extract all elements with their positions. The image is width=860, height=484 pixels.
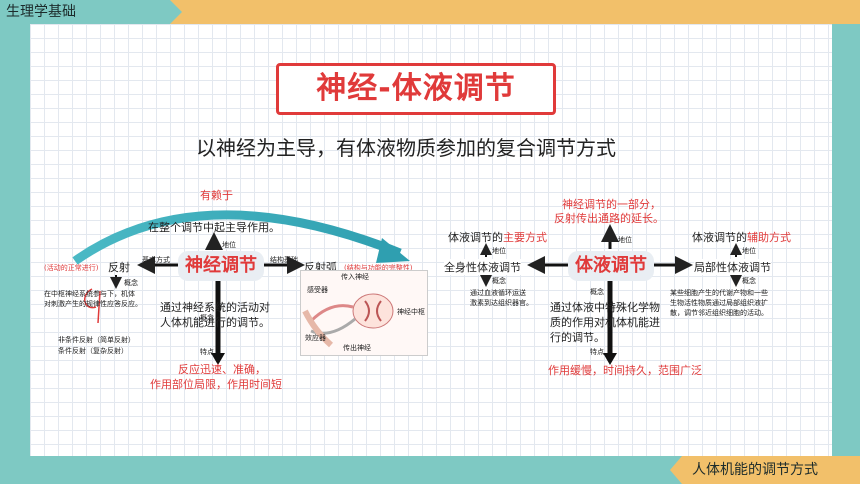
neural-definition-1: 通过神经系统的活动对 [160, 301, 270, 314]
local-humoral-label: 局部性体液调节 [694, 259, 771, 275]
systemic-definition-1: 通过血液循环运送 [470, 289, 526, 297]
humoral-definition-2: 质的作用对机体机能进 [550, 316, 660, 329]
neural-role-tag: 地位 [222, 241, 236, 249]
systemic-concept-tag: 概念 [492, 277, 506, 285]
local-definition-3: 散，调节邻近组织细胞的活动。 [670, 309, 768, 317]
reflex-note: (活动的正常进行) [44, 264, 99, 272]
reflex-label: 反射 [108, 261, 130, 274]
neural-concept-tag: 概念 [200, 314, 214, 322]
humoral-top-note-2: 反射传出通路的延长。 [554, 212, 664, 225]
neural-feature-1: 反应迅速、准确， [178, 363, 266, 376]
depends-label: 有赖于 [200, 189, 233, 202]
receptor-label: 感受器 [307, 286, 328, 294]
center-label: 神经中枢 [397, 308, 425, 316]
humoral-top-note-1: 神经调节的一部分， [562, 198, 661, 211]
systemic-role-tag: 地位 [492, 247, 506, 255]
effector-label: 效应器 [305, 334, 326, 342]
conditioned-reflex: 条件反射（复杂反射） [58, 347, 128, 355]
concept-diagram: 有赖于 在整个调节中起主导作用。 地位 神经调节 基本方式 (活动的正常进行) … [30, 183, 832, 400]
depends-arc-head [376, 238, 410, 263]
course-title: 生理学基础 [0, 0, 182, 24]
humoral-definition-3: 行的调节。 [550, 331, 605, 344]
humoral-role-tag: 地位 [618, 236, 632, 244]
local-concept-tag: 概念 [742, 277, 756, 285]
main-mode-label: 体液调节的主要方式 [448, 231, 547, 244]
afferent-nerve-label: 传入神经 [341, 273, 369, 281]
neural-feature-tag: 特点 [200, 348, 214, 356]
local-definition-1: 某些细胞产生的代谢产物和一些 [670, 289, 768, 297]
neural-definition-2: 人体机能进行的调节。 [160, 316, 270, 329]
humoral-definition-1: 通过体液中特殊化学物 [550, 301, 660, 314]
spinal-cord-drawing [302, 293, 394, 348]
reflex-arc-note: (结构与功能的完整性) [344, 264, 413, 272]
aux-mode-label: 体液调节的辅助方式 [692, 231, 791, 244]
neural-role: 在整个调节中起主导作用。 [148, 221, 280, 234]
unconditioned-reflex: 非条件反射（简单反射） [58, 336, 135, 344]
humoral-feature: 作用缓慢，时间持久，范围广泛 [548, 364, 702, 377]
depends-arc [72, 210, 402, 265]
reflex-concept-tag: 概念 [124, 279, 138, 287]
slide-title: 神经-体液调节 [276, 63, 556, 115]
reflex-definition-1: 在中枢神经系统参与下，机体 [44, 290, 135, 298]
chapter-title: 人体机能的调节方式 [670, 456, 860, 484]
reflex-arc-illustration: 传入神经 感受器 神经中枢 效应器 传出神经 [300, 270, 428, 356]
structure-tag: 结构基础 [270, 256, 298, 264]
diagram-lines [72, 210, 742, 365]
reflex-definition-2: 对刺激产生的规律性应答反应。 [44, 300, 142, 308]
humoral-feature-tag: 特点 [590, 348, 604, 356]
slide-subtitle: 以神经为主导，有体液物质参加的复合调节方式 [196, 136, 616, 160]
systemic-humoral-label: 全身性体液调节 [444, 259, 521, 275]
neural-regulation-hub: 神经调节 [178, 251, 264, 281]
local-definition-2: 生物活性物质通过局部组织液扩 [670, 299, 768, 307]
efferent-nerve-label: 传出神经 [343, 344, 371, 352]
handwritten-mark [84, 288, 97, 309]
humoral-regulation-hub: 体液调节 [568, 251, 654, 281]
basic-method-tag: 基本方式 [142, 256, 170, 264]
neural-feature-2: 作用部位局限，作用时间短 [150, 378, 282, 391]
humoral-concept-tag: 概念 [590, 288, 604, 296]
systemic-definition-2: 激素到达组织器官。 [470, 299, 533, 307]
local-role-tag: 地位 [742, 247, 756, 255]
